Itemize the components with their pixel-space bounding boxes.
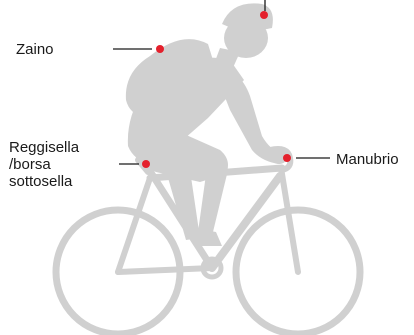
backpack-label: Zaino xyxy=(16,41,54,58)
seatpost-label-line3: sottosella xyxy=(9,173,73,190)
fork xyxy=(281,168,298,272)
seat-stay xyxy=(118,178,150,272)
seatpost-label-line2: /borsa xyxy=(9,156,51,173)
handlebar-marker xyxy=(283,154,291,162)
backpack-marker xyxy=(156,45,164,53)
seatpost-marker xyxy=(142,160,150,168)
arm xyxy=(212,64,282,164)
handlebar-label: Manubrio xyxy=(336,151,399,168)
seatpost-label-line1: Reggisella xyxy=(9,139,80,156)
rider-silhouette xyxy=(126,3,288,246)
chain-stay xyxy=(118,268,212,272)
helmet-marker xyxy=(260,11,268,19)
